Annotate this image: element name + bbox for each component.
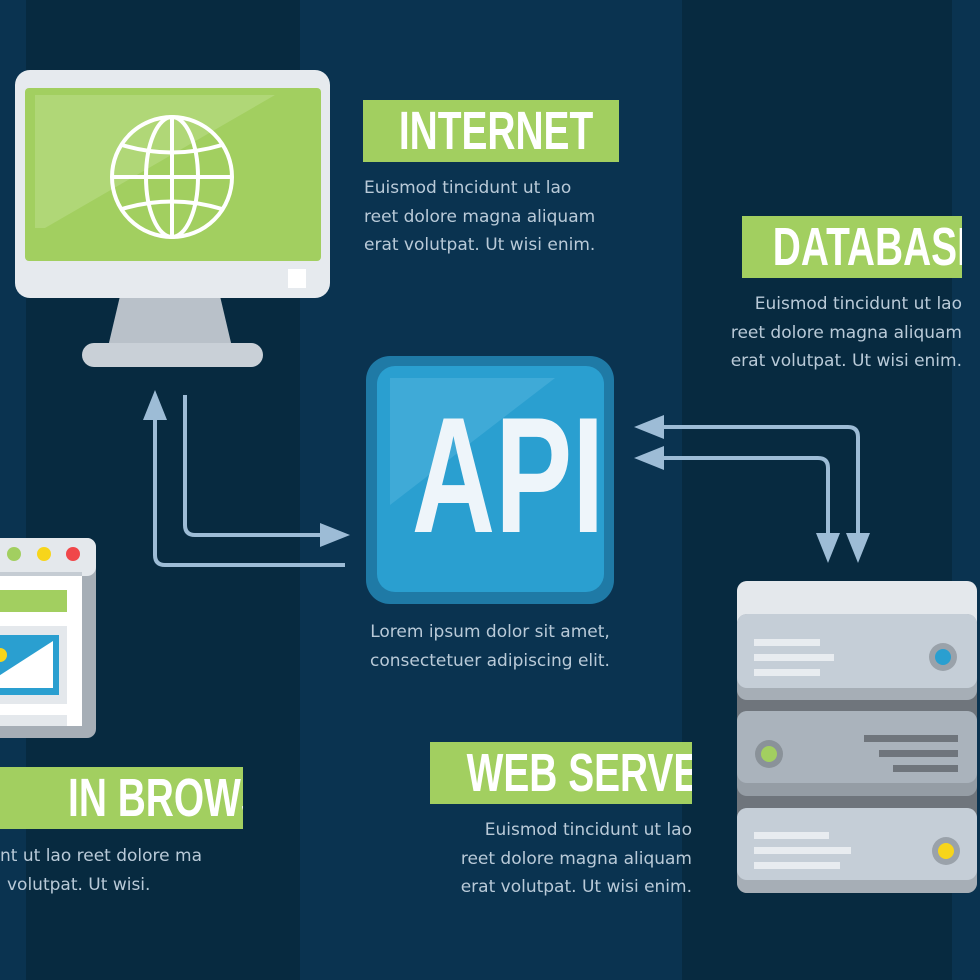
api-box-icon	[366, 356, 614, 604]
browser-label: IN BROWSER	[0, 767, 243, 829]
arrowheads	[143, 390, 870, 563]
arrow-icon	[153, 395, 860, 567]
web-server-label: WEB SERVER	[430, 742, 692, 804]
server-rack-icon	[737, 581, 977, 893]
internet-label: INTERNET	[363, 100, 619, 162]
api-description: Lorem ipsum dolor sit amet, consectetuer…	[370, 622, 610, 671]
database-description: Euismod tincidunt ut lao reet dolore mag…	[730, 294, 962, 371]
internet-description: Euismod tincidunt ut lao reet dolore mag…	[364, 178, 596, 255]
api-title: API	[411, 383, 605, 567]
browser-description: nt ut lao reet dolore ma volutpat. Ut wi…	[0, 846, 203, 895]
monitor-globe-icon	[15, 70, 330, 367]
web-server-description: Euismod tincidunt ut lao reet dolore mag…	[460, 820, 692, 897]
browser-window-icon	[0, 538, 96, 738]
